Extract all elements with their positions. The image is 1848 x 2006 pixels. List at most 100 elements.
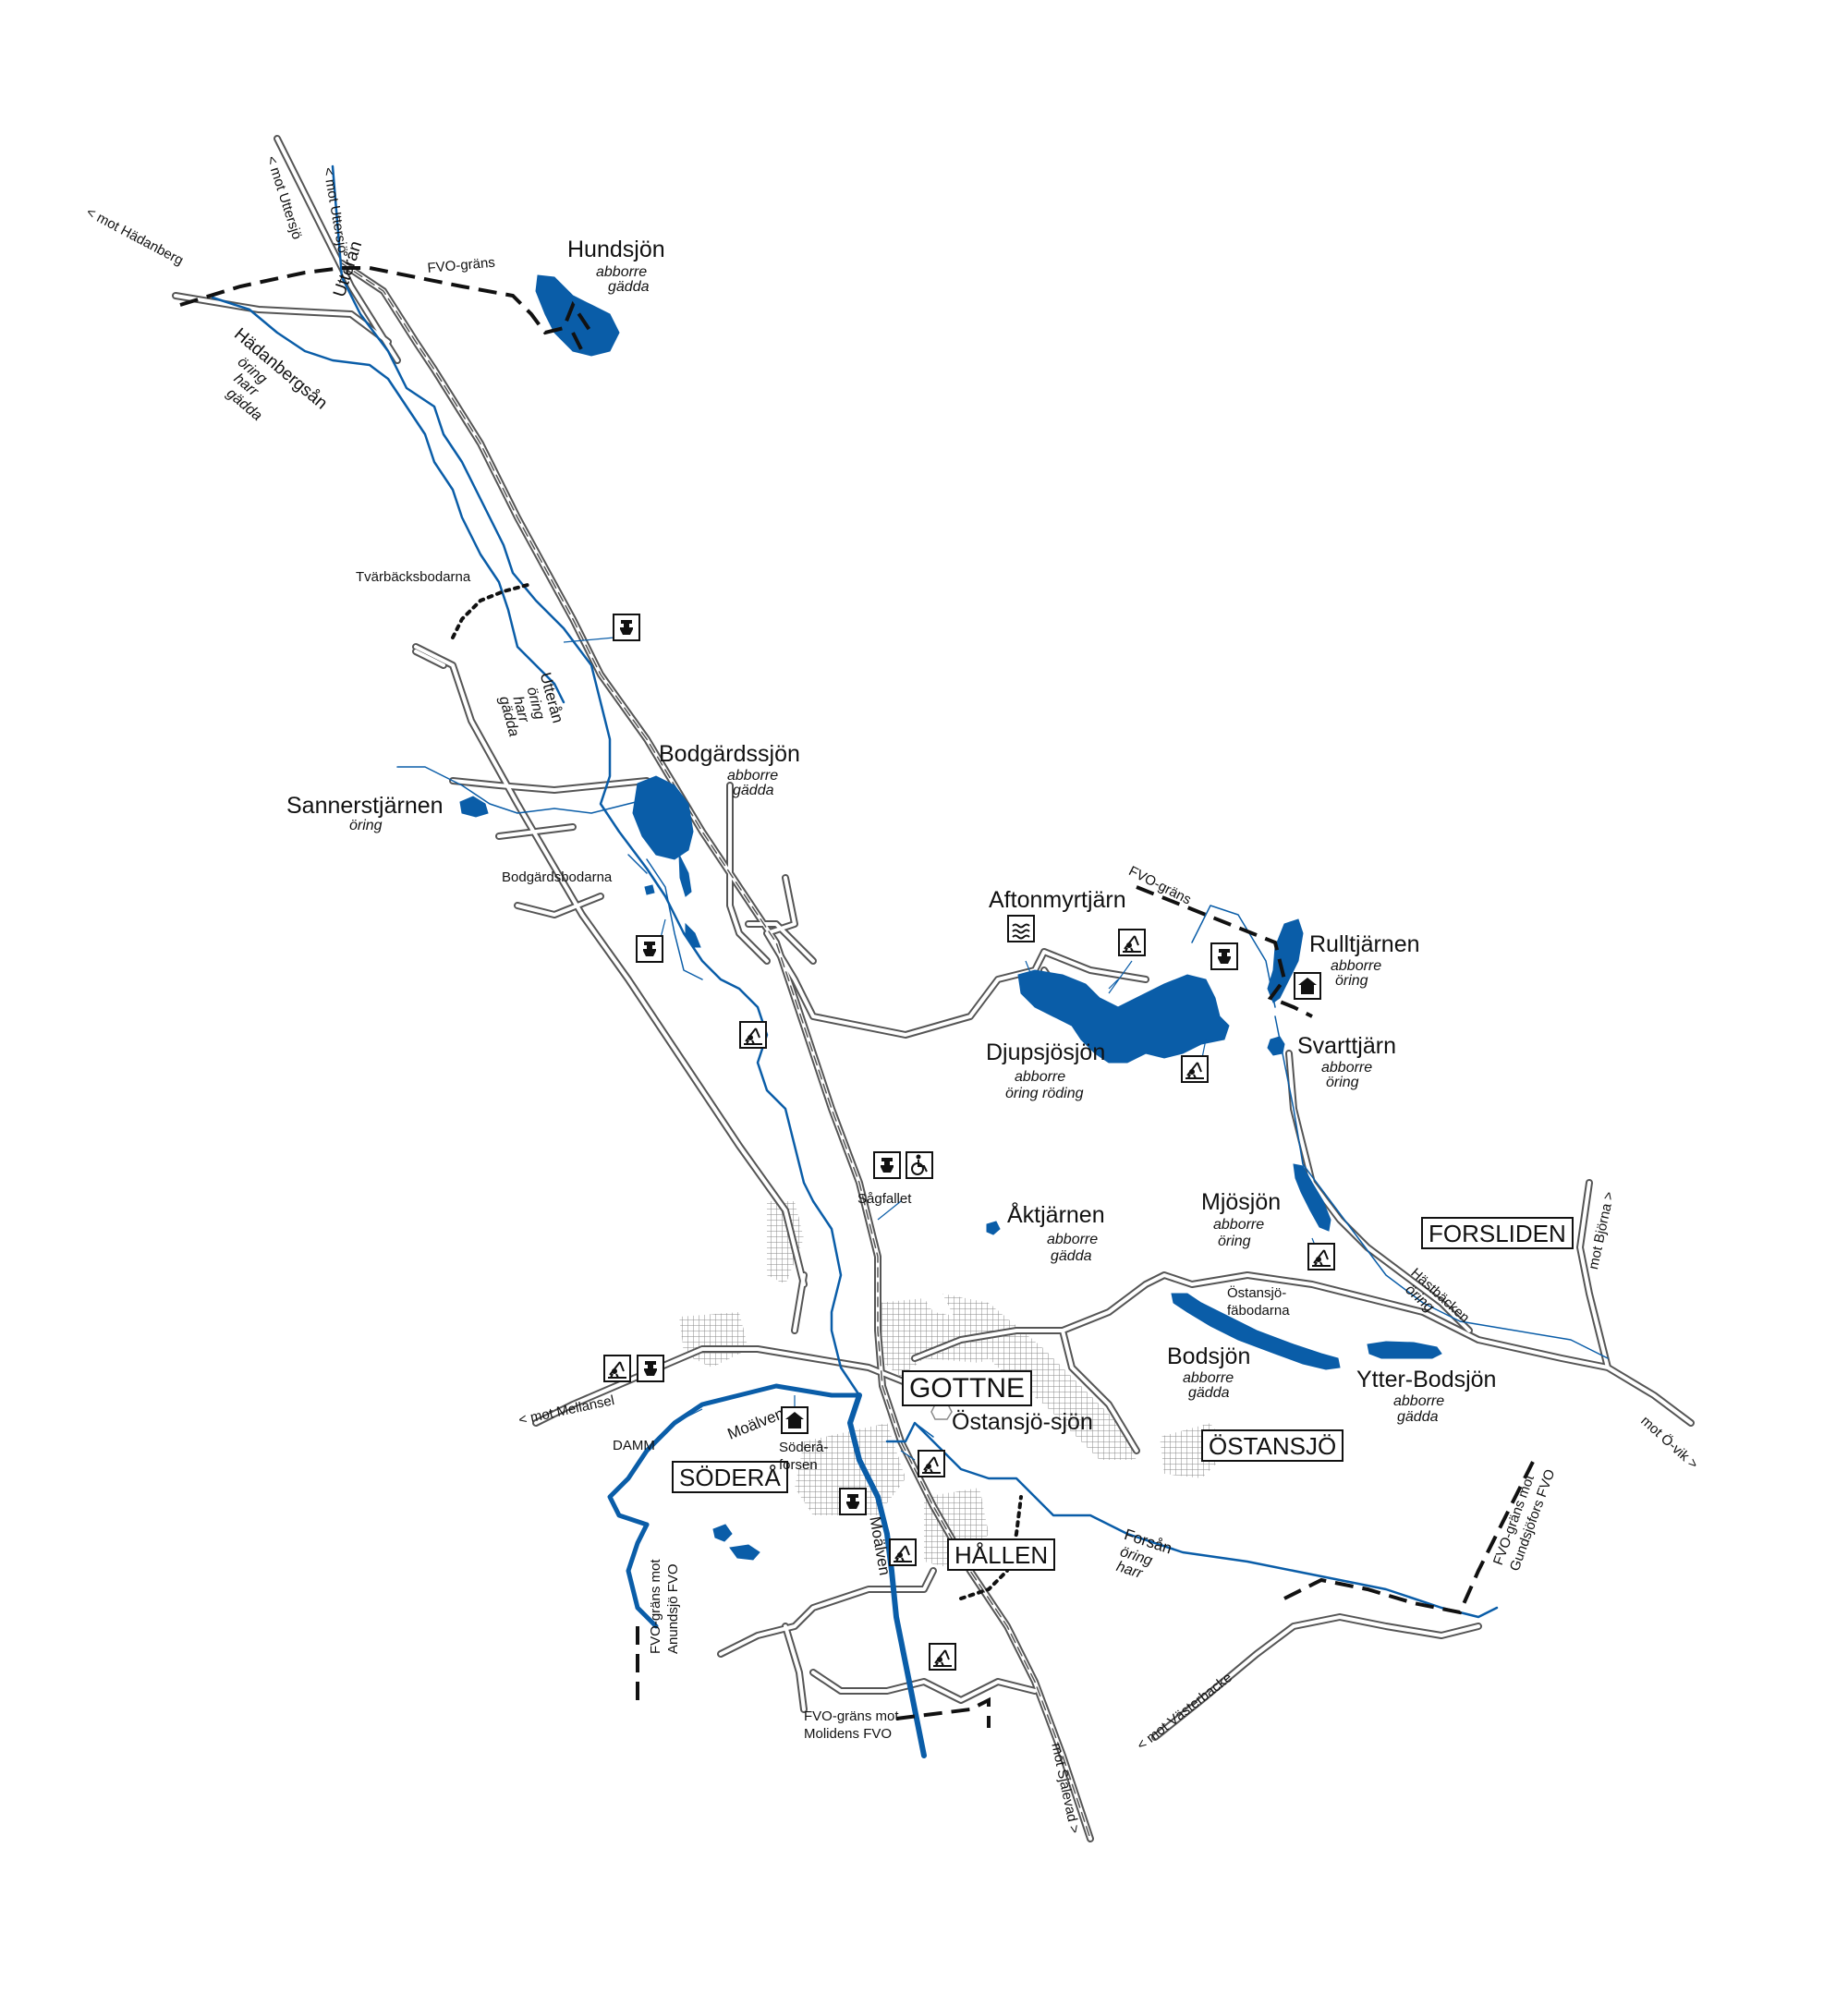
fish-label-aktjarnen-2: gädda bbox=[1051, 1248, 1092, 1264]
river-hastbacken bbox=[1274, 1015, 1609, 1359]
lake-aktjarnen bbox=[986, 1221, 1001, 1235]
toilet-icon bbox=[636, 935, 663, 963]
toilet-icon bbox=[637, 1355, 664, 1382]
boundary-fvo-right bbox=[1136, 885, 1313, 1018]
lake-sannerstjarnen bbox=[459, 796, 489, 818]
fish-label-bodsjon-1: abborre bbox=[1183, 1370, 1234, 1386]
boundary-label-fvo-anundsjo: FVO-gräns mot Anundsjö FVO bbox=[648, 1559, 681, 1654]
fish-label-djupsjosjon-1: abborre bbox=[1015, 1069, 1066, 1085]
fish-label-bodgardssjon-2: gädda bbox=[733, 783, 774, 798]
fishing-spot-icon bbox=[918, 1450, 945, 1477]
fish-label-sannerstjarnen-1: öring bbox=[349, 818, 383, 833]
lake-south-small-2 bbox=[729, 1544, 760, 1561]
lake-label-ostansjosjon-1: Östansjö-sjön bbox=[952, 1411, 1093, 1434]
lake-rulltjarnen bbox=[1267, 918, 1304, 1003]
fish-label-svarttjarn-1: abborre bbox=[1321, 1060, 1373, 1076]
river-moalven-upper bbox=[607, 1383, 862, 1527]
lake-label-sannerstjarnen: Sannerstjärnen bbox=[286, 793, 444, 819]
lake-mjosjon bbox=[1293, 1163, 1331, 1232]
river-rulltjarn-outflow bbox=[1191, 905, 1276, 1008]
lake-bodsjon bbox=[1171, 1293, 1341, 1370]
rivers bbox=[211, 164, 1609, 1758]
place-damm: DAMM bbox=[613, 1438, 655, 1453]
lake-label-ytterbodsjon: Ytter-Bodsjön bbox=[1356, 1367, 1497, 1392]
fishing-spot-icon bbox=[929, 1643, 956, 1671]
boundary-fvo-top bbox=[179, 266, 593, 335]
lake-bodgard-small bbox=[644, 884, 655, 895]
roads bbox=[172, 135, 1695, 1842]
lake-label-hundsjon: Hundsjön bbox=[567, 237, 665, 262]
lake-label-bodgardssjon: Bodgärdssjön bbox=[659, 741, 800, 767]
fishing-spot-icon bbox=[889, 1538, 917, 1566]
river-tvarback bbox=[627, 854, 648, 874]
trail-tvarback bbox=[451, 582, 533, 639]
fish-label-hundsjon-2: gädda bbox=[608, 279, 650, 295]
fish-label-ytterbodsjon-1: abborre bbox=[1393, 1393, 1445, 1409]
lake-hundsjon bbox=[535, 274, 620, 357]
toilet-icon bbox=[873, 1151, 901, 1179]
fish-label-rulltjarnen-2: öring bbox=[1335, 973, 1368, 989]
river-utteran bbox=[331, 164, 861, 1397]
fish-label-mjosjon-1: abborre bbox=[1213, 1217, 1265, 1233]
place-ostansjo: ÖSTANSJÖ bbox=[1201, 1429, 1344, 1462]
place-gottne: GOTTNE bbox=[902, 1370, 1032, 1406]
boundary-fvo-gundsjofors bbox=[1283, 1459, 1536, 1615]
lake-south-small-1 bbox=[712, 1524, 733, 1542]
river-bodgard-outflow bbox=[646, 858, 703, 980]
place-sodera: SÖDERÅ bbox=[672, 1461, 788, 1493]
lake-label-rulltjarnen: Rulltjärnen bbox=[1309, 931, 1420, 957]
fishing-spot-icon bbox=[1307, 1243, 1335, 1270]
grill-hut-icon bbox=[781, 1406, 808, 1434]
lake-label-djupsjosjon: Djupsjösjön bbox=[986, 1039, 1106, 1065]
river-tributary-ostansjo bbox=[914, 1422, 934, 1438]
ostansjosjon-text: Östansjö-sjön bbox=[952, 1409, 1093, 1435]
builtup-gottne bbox=[878, 1298, 1007, 1377]
lake-bodgardssjon bbox=[632, 775, 694, 860]
lake-label-bodsjon: Bodsjön bbox=[1167, 1343, 1251, 1369]
lake-label-aktjarnen: Åktjärnen bbox=[1007, 1202, 1105, 1228]
boundary-label-fvo-moliden: FVO-gräns mot Molidens FVO bbox=[804, 1708, 899, 1742]
lake-djupsjosjon bbox=[1017, 969, 1230, 1064]
lake-ytterbodsjon bbox=[1367, 1341, 1442, 1359]
road-bodgard bbox=[726, 782, 771, 965]
fishing-spot-icon bbox=[739, 1021, 767, 1049]
place-forsliden: FORSLIDEN bbox=[1421, 1217, 1574, 1249]
swimming-icon bbox=[1007, 915, 1035, 942]
trails bbox=[451, 582, 1023, 1600]
fishing-spot-icon bbox=[603, 1355, 631, 1382]
place-sagfallet: Sågfallet bbox=[857, 1191, 912, 1207]
lake-svarttjarn bbox=[1267, 1036, 1285, 1056]
grill-hut-icon bbox=[1294, 972, 1321, 1000]
boundary-fvo-top-east bbox=[571, 332, 584, 352]
river-sodera-dam bbox=[626, 1522, 659, 1629]
lake-bodgard-south bbox=[685, 922, 701, 948]
builtup-gottne-north bbox=[767, 1201, 804, 1284]
toilet-icon bbox=[1210, 942, 1238, 970]
wheelchair-icon bbox=[906, 1151, 933, 1179]
fish-label-rulltjarnen-1: abborre bbox=[1331, 958, 1382, 974]
fish-label-bodgardssjon-1: abborre bbox=[727, 768, 779, 784]
road-south-branch bbox=[809, 1669, 1039, 1704]
river-moalven bbox=[847, 1392, 927, 1758]
place-ostansjofabodarna: Östansjö-fäbodarna bbox=[1227, 1285, 1290, 1319]
fish-label-hundsjon-1: abborre bbox=[596, 264, 648, 280]
fish-label-aktjarnen-1: abborre bbox=[1047, 1232, 1099, 1247]
place-tvarbacksbodarna: Tvärbäcksbodarna bbox=[356, 569, 471, 585]
builtup-sodera bbox=[679, 1312, 748, 1368]
place-bodgardsbodarna: Bodgärdsbodarna bbox=[502, 869, 613, 885]
road-main-north bbox=[338, 260, 1094, 1842]
place-hallen: HÅLLEN bbox=[947, 1538, 1056, 1571]
lake-bodgard-tail bbox=[678, 854, 692, 897]
place-soderaforsen: Söderå-forsen bbox=[779, 1440, 829, 1473]
toilet-icon bbox=[613, 614, 640, 641]
fvo-boundaries bbox=[179, 266, 1536, 1728]
fish-label-ytterbodsjon-2: gädda bbox=[1397, 1409, 1439, 1425]
toilet-icon bbox=[839, 1488, 867, 1515]
lake-label-mjosjon: Mjösjön bbox=[1201, 1189, 1282, 1215]
fish-label-bodsjon-2: gädda bbox=[1188, 1385, 1230, 1401]
river-hadanbergsan bbox=[211, 296, 565, 704]
fishing-spot-icon bbox=[1181, 1055, 1209, 1083]
fish-label-svarttjarn-2: öring bbox=[1326, 1075, 1359, 1090]
lake-label-svarttjarn: Svarttjärn bbox=[1297, 1033, 1396, 1059]
